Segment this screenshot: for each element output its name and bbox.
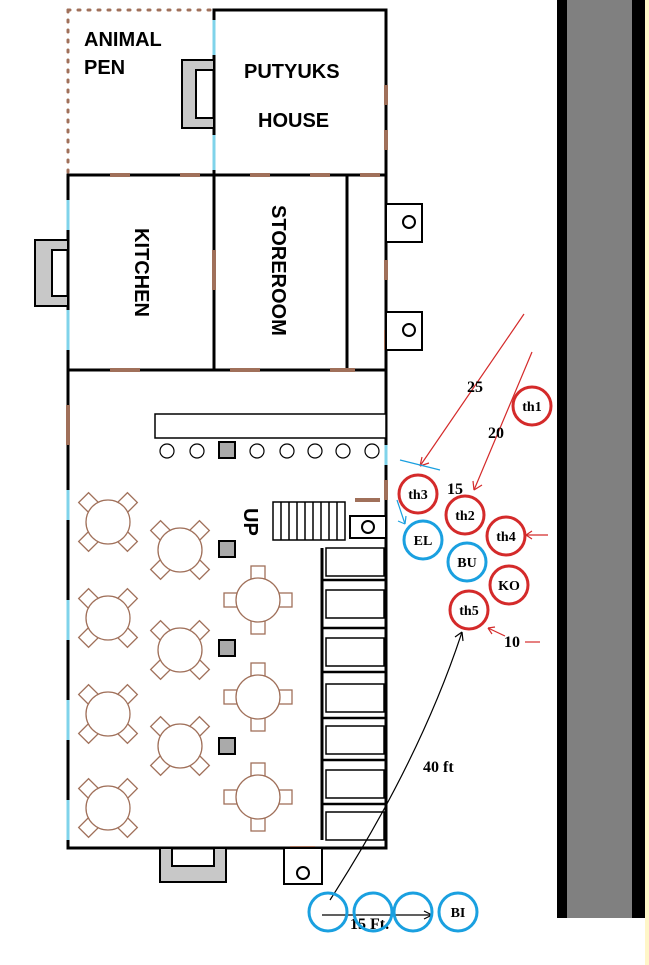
token-th4-label: th4 — [496, 530, 515, 545]
token-bu-label: BU — [457, 556, 476, 571]
token-th3[interactable]: th3 — [397, 473, 439, 515]
round-table — [235, 674, 281, 720]
token-th4[interactable]: th4 — [485, 515, 527, 557]
ally-line-a — [399, 459, 441, 471]
token-bu[interactable]: BU — [446, 541, 488, 583]
bar-counter — [154, 413, 387, 459]
distance-20: 20 — [488, 425, 504, 442]
house-label: HOUSE — [258, 110, 329, 132]
round-table — [157, 627, 203, 673]
ally-line-b — [396, 499, 406, 525]
token-th5-label: th5 — [459, 604, 478, 619]
round-table — [157, 527, 203, 573]
token-th5[interactable]: th5 — [448, 589, 490, 631]
round-table — [235, 774, 281, 820]
token-th2-label: th2 — [455, 509, 474, 524]
token-bi-trail — [307, 891, 434, 933]
distance-40ft: 40 ft — [423, 759, 454, 776]
round-table — [85, 785, 131, 831]
token-el-label: EL — [414, 534, 433, 549]
fireplaces — [34, 59, 227, 883]
token-ko-label: KO — [498, 579, 520, 594]
move-path-40ft — [329, 631, 463, 901]
range-arrows — [322, 313, 548, 920]
range-line-25 — [419, 313, 525, 467]
tokens: th1 th3 th2 th4 EL BU KO th5 — [307, 385, 553, 933]
round-table — [85, 499, 131, 545]
token-th1-label: th1 — [522, 400, 541, 415]
booths — [320, 547, 386, 841]
token-ko[interactable]: KO — [488, 564, 530, 606]
pillars — [218, 540, 236, 755]
kitchen-label: KITCHEN — [130, 228, 152, 317]
putyuks-label: PUTYUKS — [244, 61, 340, 83]
distance-10: 10 — [504, 634, 520, 651]
animal-pen-label-1: ANIMAL — [84, 29, 162, 51]
stairs — [272, 501, 346, 541]
token-bi[interactable]: BI — [437, 891, 479, 933]
round-table — [85, 595, 131, 641]
road-edge-left — [557, 0, 567, 918]
windows — [66, 20, 388, 840]
distance-15: 15 — [447, 481, 463, 498]
privies — [283, 203, 423, 885]
range-line-20 — [473, 351, 533, 491]
token-el[interactable]: EL — [402, 519, 444, 561]
field-edge — [645, 0, 649, 965]
stairs-up-label: UP — [239, 508, 261, 536]
token-th2[interactable]: th2 — [444, 494, 486, 536]
storeroom-label: STOREROOM — [267, 205, 289, 336]
animal-pen-fence — [66, 8, 216, 177]
round-table — [157, 723, 203, 769]
token-bi-label: BI — [451, 906, 466, 921]
road — [557, 0, 645, 918]
round-table — [235, 577, 281, 623]
room-labels: ANIMAL PEN PUTYUKS HOUSE KITCHEN STORERO… — [84, 29, 340, 536]
token-th3-label: th3 — [408, 488, 427, 503]
dining-tables — [77, 491, 293, 839]
distance-25: 25 — [467, 379, 483, 396]
road-edge-right — [632, 0, 645, 918]
animal-pen-label-2: PEN — [84, 57, 125, 79]
round-table — [85, 691, 131, 737]
token-th1[interactable]: th1 — [511, 385, 553, 427]
